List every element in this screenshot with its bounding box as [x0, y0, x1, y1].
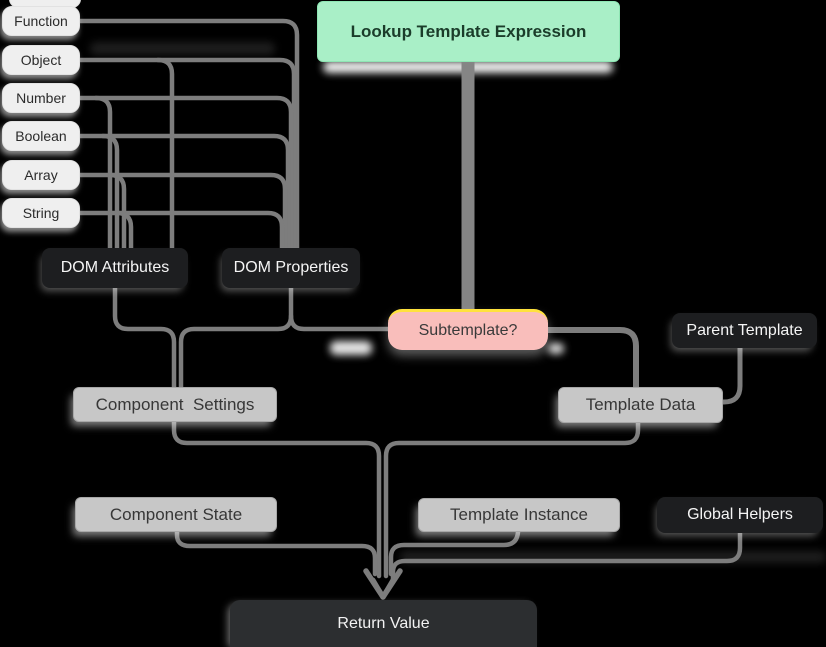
node-label: Subtemplate?: [418, 322, 518, 339]
node-label: DOM Attributes: [60, 259, 170, 276]
node-label: Object: [20, 52, 62, 68]
node-return-value: Return Value: [230, 600, 537, 647]
node-label: Array: [24, 167, 58, 183]
edge-domproperties-subtemplate: [288, 313, 393, 332]
node-label: Boolean: [15, 128, 67, 144]
node-label: Component State: [109, 504, 243, 524]
node-type-string: String: [2, 198, 80, 228]
node-type-object: Object: [2, 45, 80, 75]
edge-object-domattributes: [155, 57, 175, 255]
edge-domproperties-componentsettings: [178, 285, 294, 393]
edge-string-domproperties: [57, 210, 285, 255]
node-global-helpers: Global Helpers: [657, 497, 823, 533]
node-label: DOM Properties: [233, 259, 349, 276]
node-label: Number: [16, 90, 66, 106]
node-dom-attributes: DOM Attributes: [42, 248, 188, 288]
edge-function-domproperties: [57, 18, 300, 255]
node-parent-template: Parent Template: [672, 313, 817, 348]
edge-domattributes-componentsettings: [112, 285, 177, 393]
node-label: Parent Template: [686, 321, 803, 339]
node-label: Global Helpers: [687, 506, 793, 523]
edge-boolean-domproperties: [57, 133, 291, 255]
edge-number-domattributes: [93, 95, 113, 255]
arrow-return-value-inner: [370, 577, 396, 600]
node-type-function: Function: [2, 6, 80, 36]
node-label: Function: [14, 13, 68, 29]
line-shadow-top: [90, 42, 275, 55]
node-template-instance: Template Instance: [418, 498, 620, 532]
subtemplate-left-glow: [330, 341, 372, 355]
node-label: Return Value: [337, 614, 430, 632]
node-label: Template Data: [585, 395, 696, 414]
node-label: Lookup Template Expression: [350, 21, 587, 41]
edge-globalhelpers-merge: [390, 530, 743, 583]
edge-string-domattributes: [114, 210, 134, 255]
edge-subtemplate-templatedata: [545, 327, 639, 393]
node-component-state: Component State: [75, 497, 277, 532]
edge-templatedata-merge: [383, 420, 641, 579]
edge-componentsettings-merge: [171, 419, 382, 579]
edge-boolean-domattributes: [100, 133, 120, 255]
node-type-boolean: Boolean: [2, 121, 80, 151]
node-dom-properties: DOM Properties: [222, 248, 360, 288]
edge-templateinstance-merge: [388, 529, 521, 577]
edge-number-domproperties: [57, 95, 294, 255]
node-type-number: Number: [2, 83, 80, 113]
edge-object-domproperties: [57, 57, 297, 255]
node-component-settings: Component Settings: [73, 387, 277, 422]
edge-array-domattributes: [107, 172, 127, 255]
node-label: Template Instance: [450, 505, 588, 524]
edge-parenttemplate-templatedata: [702, 345, 743, 405]
edge-array-domproperties: [57, 172, 288, 255]
node-type-array: Array: [2, 160, 80, 190]
node-label: Component Settings: [95, 394, 255, 414]
node-label: String: [22, 205, 60, 221]
node-subtemplate: Subtemplate?: [388, 309, 548, 350]
node-lookup-template-expression: Lookup Template Expression: [317, 1, 620, 62]
edge-componentstate-merge: [174, 529, 378, 577]
subtemplate-right-glow: [548, 343, 564, 354]
node-template-data: Template Data: [558, 387, 723, 423]
